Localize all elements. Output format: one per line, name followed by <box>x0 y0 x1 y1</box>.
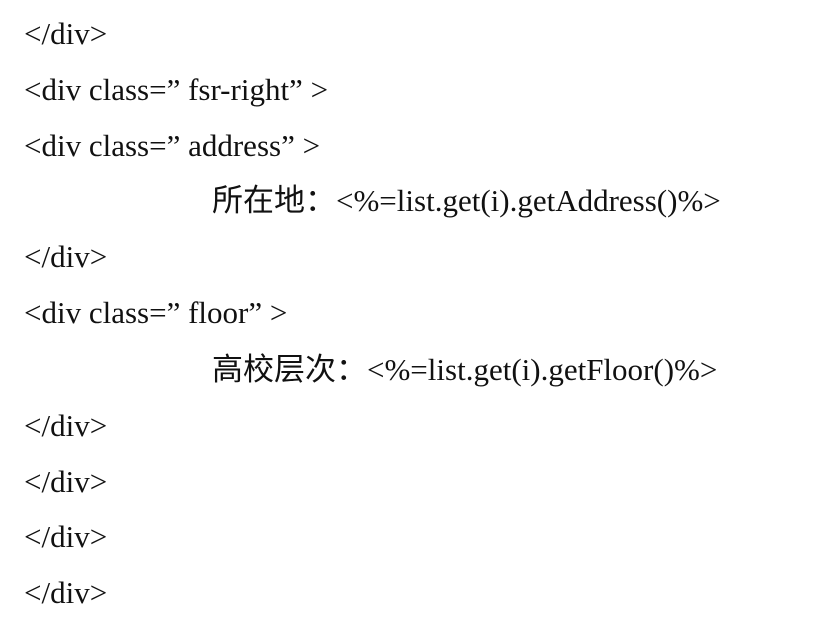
code-line-div-floor: <div class=” floor” > <box>24 295 288 330</box>
code-line-address-expression: 所在地：<%=list.get(i).getAddress()%> <box>212 183 721 218</box>
code-line-div-address: <div class=” address” > <box>24 128 321 163</box>
code-line-div-close: </div> <box>24 408 108 443</box>
code-line-div-close: </div> <box>24 239 108 274</box>
code-line-div-close: </div> <box>24 575 108 610</box>
code-line-div-close: </div> <box>24 16 108 51</box>
code-line-div-fsr-right: <div class=” fsr-right” > <box>24 72 329 107</box>
code-line-div-close: </div> <box>24 464 108 499</box>
code-line-floor-expression: 高校层次：<%=list.get(i).getFloor()%> <box>212 352 718 387</box>
code-line-div-close: </div> <box>24 519 108 554</box>
